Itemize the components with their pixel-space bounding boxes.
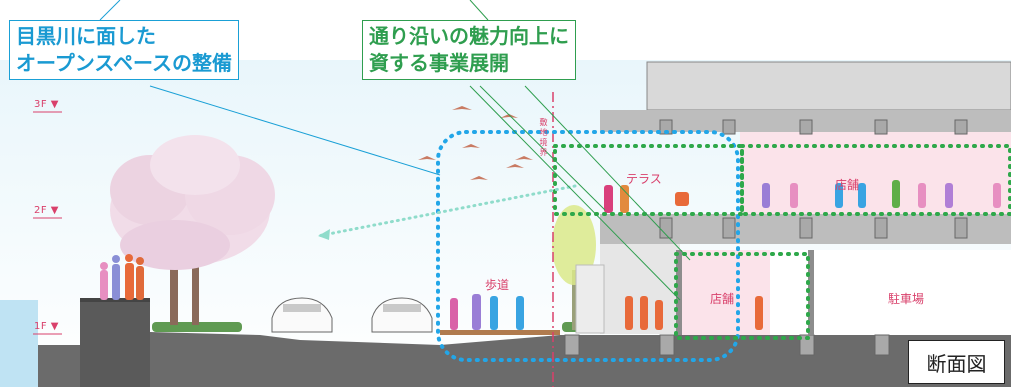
people-group-left: [100, 254, 144, 300]
floor-label-1f: 1F ▼: [34, 321, 59, 332]
columns: [564, 119, 968, 356]
callout-open-space-line2: オープンスペースの整備: [16, 51, 232, 75]
shop-lower-label: 店舗: [710, 292, 735, 306]
boundary-label: 敷地境界: [539, 118, 548, 158]
birds: [418, 106, 533, 180]
sidewalk-paving: [440, 330, 560, 335]
shop-upper-boundary: [740, 144, 1011, 216]
shop-upper-label: 店舗: [835, 178, 860, 192]
river-water: [0, 300, 38, 387]
terrace-people: [604, 185, 689, 213]
section-title: 断面図: [908, 340, 1005, 384]
callout-open-space: 目黒川に面した オープンスペースの整備: [9, 20, 239, 80]
callout-open-space-line1: 目黒川に面した: [16, 24, 156, 48]
floor-3f-text: 3F: [34, 99, 48, 110]
car-middle: [371, 297, 433, 333]
building-upper-slab: [646, 61, 1011, 111]
sidewalk-label: 歩道: [485, 278, 510, 292]
terrace-label: テラス: [626, 172, 662, 186]
floor-label-3f: 3F ▼: [34, 99, 59, 110]
callout-business-line1: 通り沿いの魅力向上に: [369, 24, 569, 48]
leader-line-left: [149, 85, 441, 176]
floor-label-2f: 2F ▼: [34, 205, 59, 216]
leader-line-right-1: [479, 85, 606, 211]
shop-upper-area: [740, 132, 1011, 214]
pedestrians: [450, 294, 763, 330]
shop-people-upper: [762, 180, 1001, 208]
callout-business: 通り沿いの魅力向上に 資する事業展開: [362, 20, 576, 80]
embankment: [80, 300, 150, 387]
sightline: [316, 184, 577, 238]
floor-1f-text: 1F: [34, 321, 48, 332]
parking-label: 駐車場: [888, 292, 925, 306]
callout-business-line2: 資する事業展開: [369, 51, 509, 75]
leader-line-right-2: [469, 85, 681, 301]
cherry-tree: [110, 135, 275, 325]
car-left: [271, 297, 333, 333]
floor-2f-text: 2F: [34, 205, 48, 216]
open-space-boundary: [436, 130, 740, 362]
